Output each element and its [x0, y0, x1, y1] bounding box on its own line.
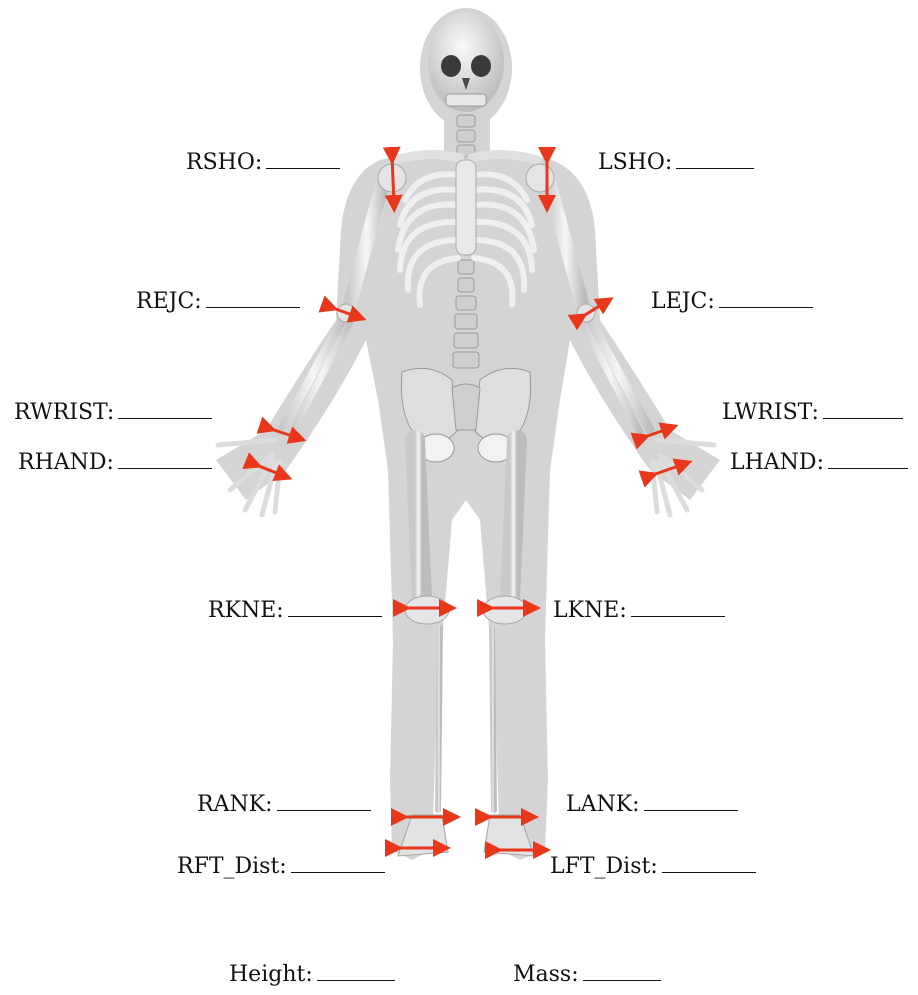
label-lhand-text: LHAND:: [730, 450, 824, 475]
label-lkne: LKNE:: [553, 596, 725, 624]
field-lkne[interactable]: [631, 596, 725, 617]
field-lhand[interactable]: [828, 448, 908, 469]
label-rsho: RSHO:: [186, 148, 340, 176]
field-lejc[interactable]: [719, 287, 813, 308]
label-rhand: RHAND:: [18, 448, 212, 476]
field-rft-dist[interactable]: [291, 852, 385, 873]
field-lwrist[interactable]: [823, 398, 903, 419]
label-rkne-text: RKNE:: [208, 598, 284, 623]
label-lank: LANK:: [566, 790, 738, 818]
field-lft-dist[interactable]: [662, 852, 756, 873]
label-rwrist-text: RWRIST:: [14, 400, 114, 425]
sternum: [456, 160, 476, 255]
label-lwrist-text: LWRIST:: [722, 400, 819, 425]
label-rft-dist-text: RFT_Dist:: [177, 854, 287, 879]
label-lft-dist: LFT_Dist:: [550, 852, 756, 880]
arrow-rsho: [392, 156, 394, 204]
label-rwrist: RWRIST:: [14, 398, 212, 426]
label-rsho-text: RSHO:: [186, 150, 262, 175]
label-rank: RANK:: [197, 790, 371, 818]
label-lwrist: LWRIST:: [722, 398, 903, 426]
label-height-text: Height:: [229, 962, 313, 987]
label-rank-text: RANK:: [197, 792, 273, 817]
label-mass: Mass:: [513, 960, 661, 988]
field-rsho[interactable]: [266, 148, 340, 169]
label-rejc: REJC:: [136, 287, 300, 315]
label-lft-dist-text: LFT_Dist:: [550, 854, 658, 879]
skull: [428, 12, 504, 112]
label-lhand: LHAND:: [730, 448, 908, 476]
label-mass-text: Mass:: [513, 962, 579, 987]
field-rwrist[interactable]: [118, 398, 212, 419]
label-rkne: RKNE:: [208, 596, 382, 624]
field-rhand[interactable]: [118, 448, 212, 469]
label-rhand-text: RHAND:: [18, 450, 114, 475]
field-mass[interactable]: [583, 960, 661, 981]
label-lejc: LEJC:: [651, 287, 813, 315]
field-rkne[interactable]: [288, 596, 382, 617]
label-lank-text: LANK:: [566, 792, 640, 817]
label-lkne-text: LKNE:: [553, 598, 627, 623]
knees: [405, 596, 527, 624]
label-lejc-text: LEJC:: [651, 289, 715, 314]
field-rejc[interactable]: [206, 287, 300, 308]
label-rejc-text: REJC:: [136, 289, 202, 314]
field-rank[interactable]: [277, 790, 371, 811]
field-height[interactable]: [317, 960, 395, 981]
label-height: Height:: [229, 960, 395, 988]
label-lsho-text: LSHO:: [598, 150, 672, 175]
label-rft-dist: RFT_Dist:: [177, 852, 385, 880]
label-lsho: LSHO:: [598, 148, 754, 176]
field-lank[interactable]: [644, 790, 738, 811]
field-lsho[interactable]: [676, 148, 754, 169]
